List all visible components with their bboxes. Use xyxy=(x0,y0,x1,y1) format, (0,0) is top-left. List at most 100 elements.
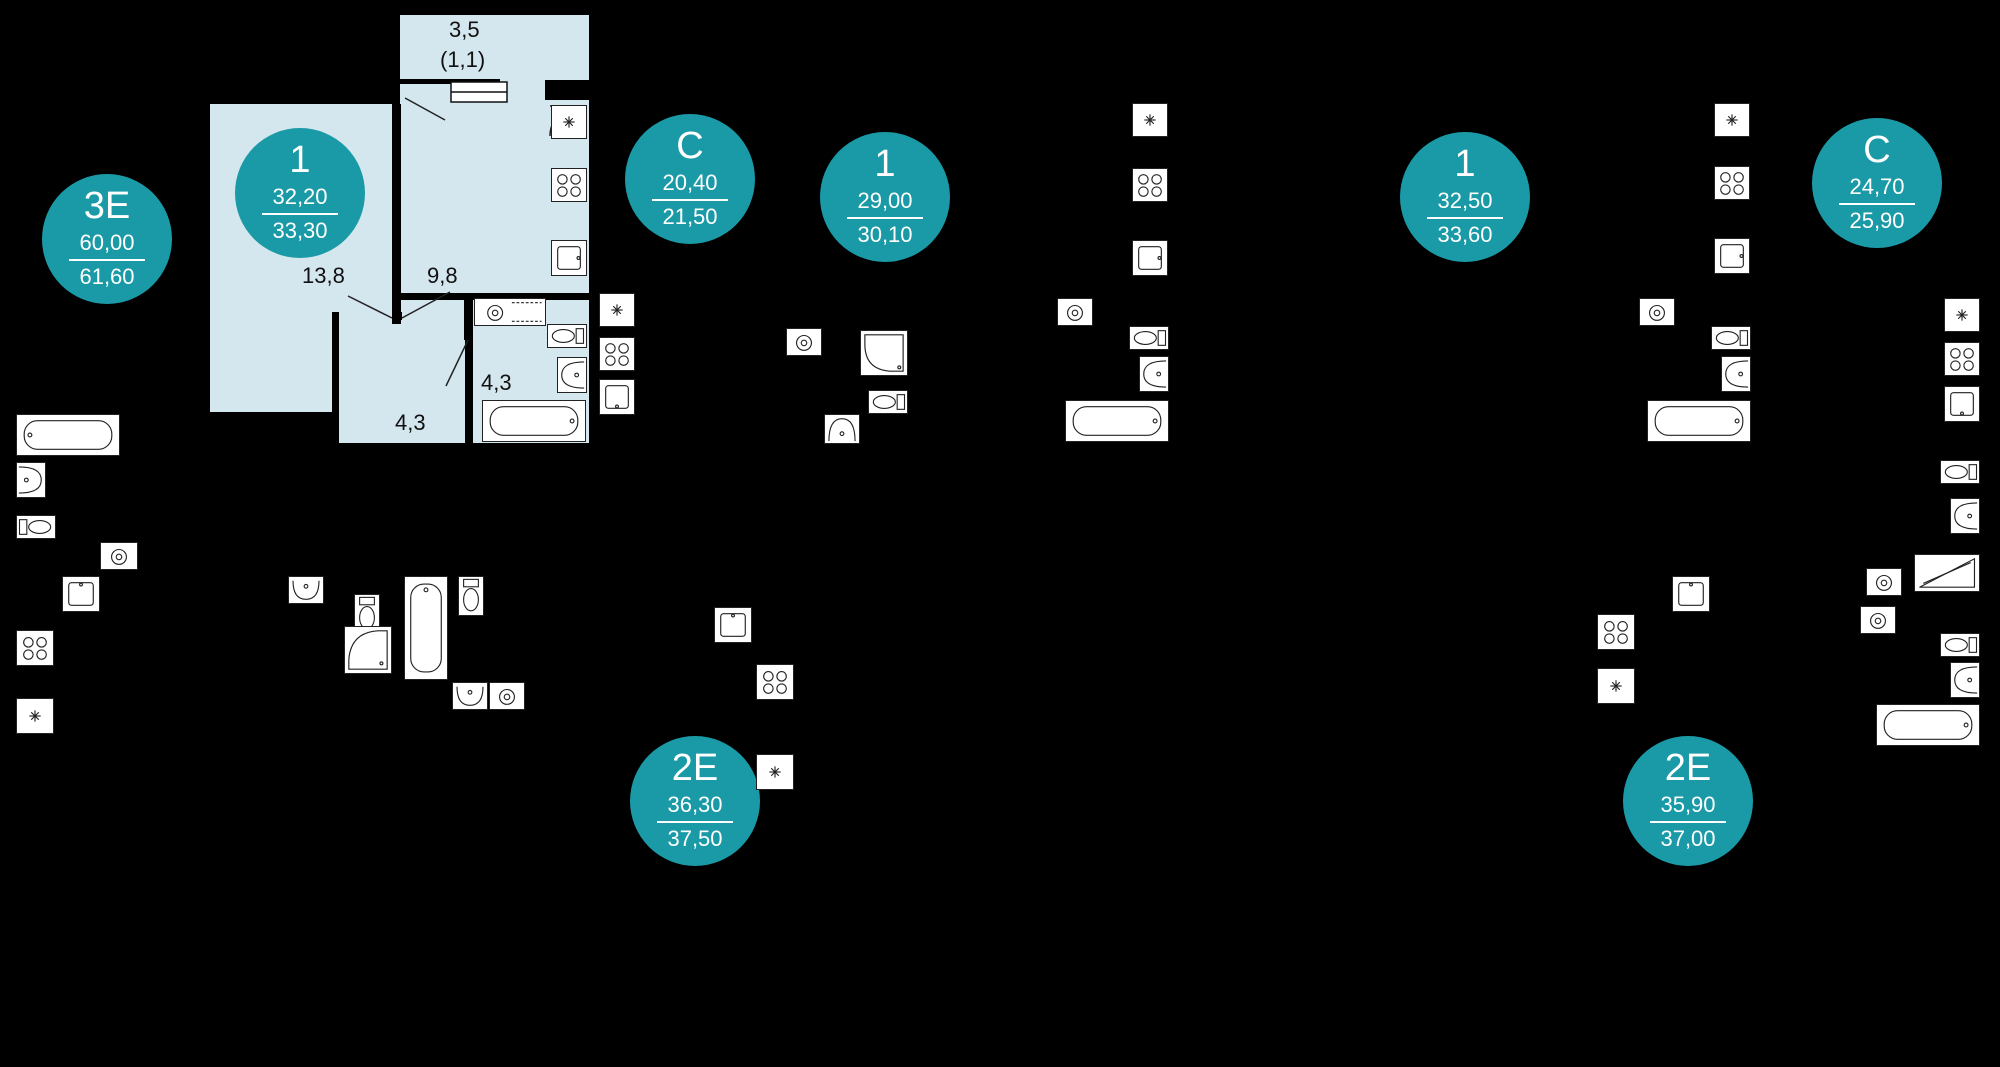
toilet-icon xyxy=(1940,633,1980,657)
washbasin-icon xyxy=(1950,662,1980,698)
badge-area-total: 33,30 xyxy=(272,218,328,243)
badge-type: 1 xyxy=(874,143,896,185)
badge-area-total: 30,10 xyxy=(857,222,913,247)
stove-icon xyxy=(1714,166,1750,200)
vent-icon xyxy=(1597,668,1635,704)
badge-type: 1 xyxy=(1454,143,1476,185)
toilet-icon xyxy=(1940,460,1980,484)
washbasin-icon xyxy=(16,462,46,498)
badge-area-living: 36,30 xyxy=(657,791,733,823)
shower-icon xyxy=(860,330,908,376)
washbasin-icon xyxy=(557,357,587,393)
vent-icon xyxy=(1944,298,1980,332)
bathtub-icon xyxy=(482,400,586,442)
sink-icon xyxy=(714,607,752,643)
vent-icon xyxy=(1132,103,1168,137)
bathtub-icon xyxy=(1065,400,1169,442)
badge-apartment-1c[interactable]: 1 32,50 33,60 xyxy=(1400,132,1530,262)
stove-icon xyxy=(16,630,54,666)
washbasin-icon xyxy=(824,414,860,444)
badge-area-living: 60,00 xyxy=(69,229,145,261)
washer-icon xyxy=(1639,298,1675,326)
badge-type: 2E xyxy=(671,747,719,789)
shower-icon xyxy=(344,626,392,674)
toilet-icon xyxy=(1711,326,1751,350)
badge-apartment-1a[interactable]: 1 32,20 33,30 xyxy=(235,128,365,258)
sink-icon xyxy=(1672,576,1710,612)
badge-type: C xyxy=(1863,129,1891,171)
washer-icon xyxy=(489,682,525,710)
toilet-icon xyxy=(868,390,908,414)
room-area-balcony-sub: (1,1) xyxy=(440,47,486,72)
room-area-bath: 4,3 xyxy=(481,370,512,395)
badge-area-total: 21,50 xyxy=(662,204,718,229)
stove-icon xyxy=(551,168,587,202)
balcony-area xyxy=(400,15,589,79)
badge-apartment-1b[interactable]: 1 29,00 30,10 xyxy=(820,132,950,262)
badge-apartment-3e[interactable]: 3E 60,00 61,60 xyxy=(42,174,172,304)
badge-area-living: 32,50 xyxy=(1427,187,1503,219)
toilet-icon xyxy=(16,515,56,539)
washbasin-icon xyxy=(1721,356,1751,392)
sink-icon xyxy=(62,576,100,612)
badge-area-total: 33,60 xyxy=(1437,222,1493,247)
stove-icon xyxy=(1132,168,1168,202)
bathtub-icon xyxy=(16,414,120,456)
room-area-living: 13,8 xyxy=(302,263,345,288)
badge-area-total: 25,90 xyxy=(1849,208,1905,233)
badge-type: 3E xyxy=(83,185,131,227)
badge-apartment-c1[interactable]: C 20,40 21,50 xyxy=(625,114,755,244)
stove-icon xyxy=(1944,342,1980,376)
washer-icon xyxy=(474,298,546,326)
room-area-kitchen: 9,8 xyxy=(427,263,458,288)
badge-apartment-2e2[interactable]: 2E 35,90 37,00 xyxy=(1623,736,1753,866)
sink-icon xyxy=(599,379,635,415)
vent-icon xyxy=(599,293,635,327)
bathtub-icon xyxy=(1647,400,1751,442)
badge-type: 2E xyxy=(1664,747,1712,789)
bathtub-icon xyxy=(1876,704,1980,746)
room-area-balcony: 3,5 xyxy=(449,17,480,42)
bathtub-icon xyxy=(1914,554,1980,592)
washbasin-icon xyxy=(1950,498,1980,534)
badge-type: 1 xyxy=(289,139,311,181)
washer-icon xyxy=(1860,606,1896,634)
washbasin-icon xyxy=(452,682,488,710)
room-area-hall: 4,3 xyxy=(395,410,426,435)
vent-icon xyxy=(16,698,54,734)
toilet-icon xyxy=(1129,326,1169,350)
toilet-icon xyxy=(547,324,587,348)
badge-type: C xyxy=(676,125,704,167)
stove-icon xyxy=(756,664,794,700)
sink-icon xyxy=(1132,240,1168,276)
badge-area-living: 24,70 xyxy=(1839,173,1915,205)
badge-area-total: 61,60 xyxy=(79,264,135,289)
badge-area-living: 35,90 xyxy=(1650,791,1726,823)
badge-apartment-c2[interactable]: C 24,70 25,90 xyxy=(1812,118,1942,248)
washer-icon xyxy=(786,328,822,356)
toilet-icon xyxy=(458,576,484,616)
vent-icon xyxy=(551,105,587,139)
sink-icon xyxy=(551,240,587,276)
stove-icon xyxy=(599,337,635,371)
washer-icon xyxy=(1057,298,1093,326)
walls xyxy=(332,79,589,443)
washer-icon xyxy=(1866,568,1902,596)
washbasin-icon xyxy=(288,576,324,604)
badge-area-living: 20,40 xyxy=(652,169,728,201)
washbasin-icon xyxy=(1139,356,1169,392)
badge-area-total: 37,00 xyxy=(1660,826,1716,851)
badge-area-total: 37,50 xyxy=(667,826,723,851)
badge-apartment-2e1[interactable]: 2E 36,30 37,50 xyxy=(630,736,760,866)
washer-icon xyxy=(100,542,138,570)
vent-icon xyxy=(756,754,794,790)
badge-area-living: 29,00 xyxy=(847,187,923,219)
stove-icon xyxy=(1597,614,1635,650)
bathtub-icon xyxy=(404,576,448,680)
hall-area xyxy=(338,300,468,443)
sink-icon xyxy=(1944,386,1980,422)
balcony-door xyxy=(450,81,508,103)
badge-area-living: 32,20 xyxy=(262,183,338,215)
sink-icon xyxy=(1714,238,1750,274)
vent-icon xyxy=(1714,103,1750,137)
